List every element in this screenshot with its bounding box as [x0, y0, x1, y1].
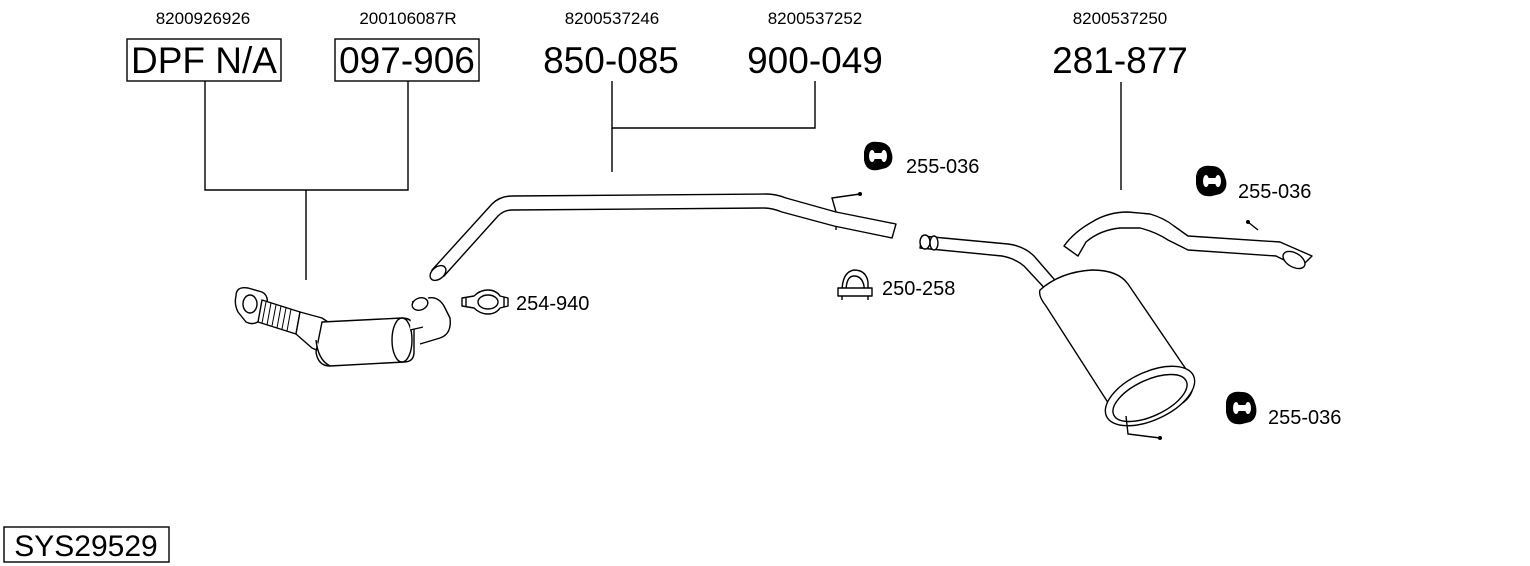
part-number-850-085[interactable]: 850-085 — [543, 40, 679, 81]
part-box-dpf — [126, 38, 282, 82]
pipe-clamp-icon[interactable] — [461, 289, 509, 315]
u-bolt-clamp-icon[interactable] — [837, 269, 873, 300]
oem-number-097-906: 200106087R — [359, 9, 456, 28]
oem-number-dpf: 8200926926 — [156, 9, 251, 28]
intermediate-pipe-part[interactable] — [427, 192, 897, 283]
rubber-hanger-3[interactable] — [1226, 391, 1257, 425]
part-number-281-877[interactable]: 281-877 — [1052, 40, 1188, 81]
rubber-hanger-2[interactable] — [1196, 165, 1227, 197]
system-code-box — [3, 526, 170, 563]
clamp-label-250-258: 250-258 — [882, 278, 955, 300]
oem-number-850-085: 8200537246 — [565, 9, 660, 28]
hanger-label-3: 255-036 — [1268, 407, 1341, 429]
leader-lines — [204, 81, 1122, 280]
rear-silencer-part[interactable] — [919, 211, 1313, 440]
oem-number-900-049: 8200537252 — [768, 9, 863, 28]
hanger-label-1: 255-036 — [906, 156, 979, 178]
system-code: SYS29529 — [14, 530, 157, 563]
part-box-097-906 — [334, 38, 480, 82]
part-number-900-049[interactable]: 900-049 — [747, 40, 883, 81]
hanger-label-2: 255-036 — [1238, 181, 1311, 203]
part-number-097-906[interactable]: 097-906 — [339, 40, 475, 81]
clamp-label-254-940: 254-940 — [516, 293, 589, 315]
oem-number-281-877: 8200537250 — [1073, 9, 1168, 28]
part-number-dpf[interactable]: DPF N/A — [131, 40, 277, 81]
rubber-hanger-1[interactable] — [864, 141, 893, 171]
dpf-catalyst-part[interactable] — [234, 286, 451, 367]
